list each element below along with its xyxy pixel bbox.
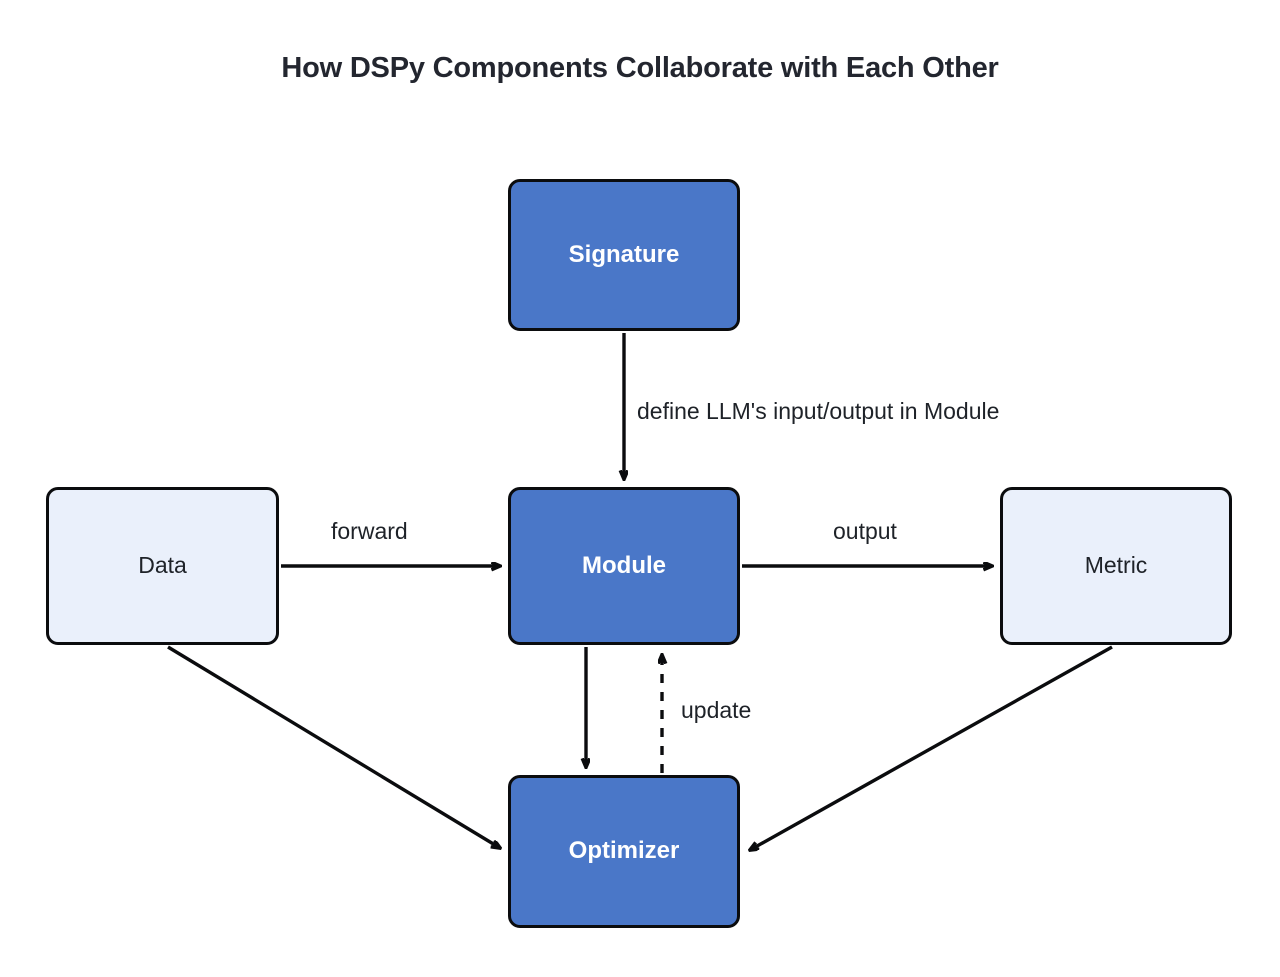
node-signature-label: Signature <box>568 240 680 268</box>
edge-label-update: update <box>681 697 752 723</box>
node-signature[interactable]: Signature <box>508 179 740 331</box>
node-data-label: Data <box>138 552 187 579</box>
node-optimizer-label: Optimizer <box>568 837 680 865</box>
node-metric[interactable]: Metric <box>1000 487 1232 645</box>
node-data[interactable]: Data <box>46 487 279 645</box>
node-metric-label: Metric <box>1084 552 1148 579</box>
node-optimizer[interactable]: Optimizer <box>508 775 740 928</box>
edge-metric-optimizer <box>750 645 1113 850</box>
edge-label-define: define LLM's input/output in Module <box>637 398 1000 424</box>
diagram-title: How DSPy Components Collaborate with Eac… <box>281 52 999 84</box>
node-module[interactable]: Module <box>508 487 740 645</box>
edge-data-optimizer <box>167 645 500 848</box>
edge-label-output: output <box>833 518 897 544</box>
node-module-label: Module <box>582 551 666 579</box>
edge-label-forward: forward <box>331 518 408 544</box>
